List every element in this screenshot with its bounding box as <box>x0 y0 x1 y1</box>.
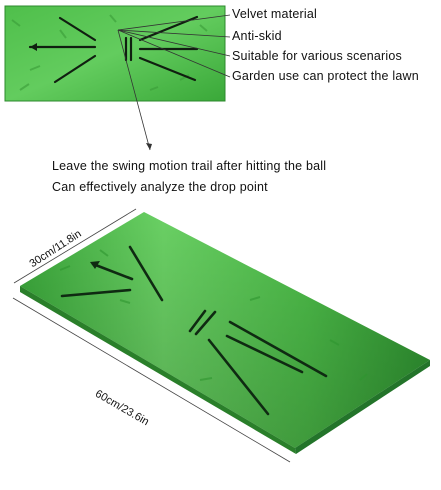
dimension-lines <box>12 208 291 463</box>
feature-velvet-material: Velvet material <box>232 7 317 21</box>
note-drop-point: Can effectively analyze the drop point <box>52 180 268 194</box>
feature-anti-skid: Anti-skid <box>232 29 282 43</box>
note-swing-trail: Leave the swing motion trail after hitti… <box>52 159 327 173</box>
top-mat-photo <box>4 5 226 102</box>
feature-various-scenarios: Suitable for various scenarios <box>232 49 402 63</box>
feature-pointer-lines <box>117 14 231 151</box>
bottom-mat <box>20 212 430 454</box>
feature-garden-use: Garden use can protect the lawn <box>232 69 419 83</box>
